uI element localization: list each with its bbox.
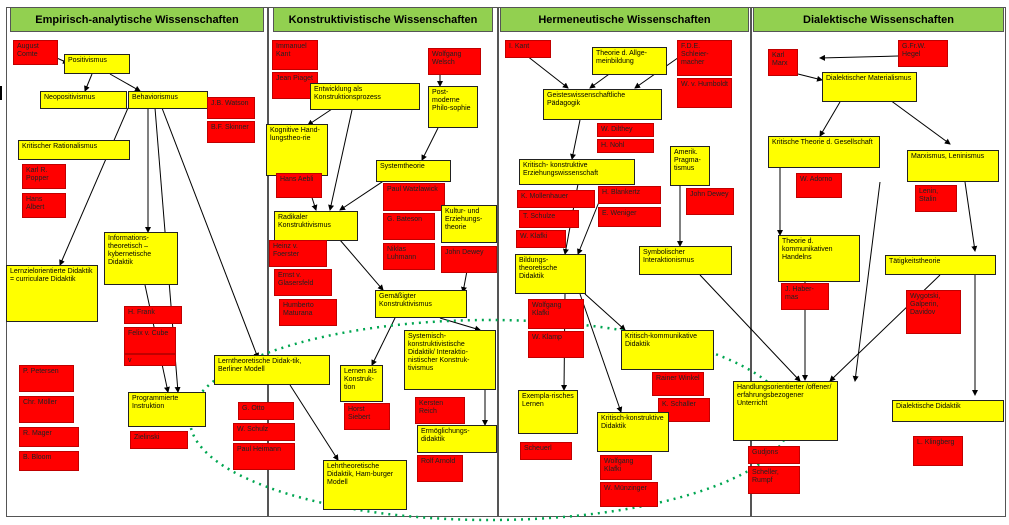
node-arnold: Rolf Arnold bbox=[417, 455, 463, 482]
node-krit-konstr-did: Kritisch-konstruktive Didaktik bbox=[597, 412, 669, 452]
node-schulze: T. Schulze bbox=[519, 210, 579, 228]
node-hegel: G.Fr.W. Hegel bbox=[898, 40, 948, 67]
node-amerik: Amerik. Pragma-tismus bbox=[670, 146, 710, 186]
node-dialektische-did: Dialektische Didaktik bbox=[892, 400, 1004, 422]
node-dilthey: W. Dilthey bbox=[597, 123, 654, 137]
node-cube: Felix v. Cube bbox=[124, 327, 176, 354]
node-theorie-allg: Theorie d. Allge-meinbildung bbox=[592, 47, 667, 75]
node-bateson: G. Bateson bbox=[383, 213, 435, 240]
node-albert: Hans Albert bbox=[22, 193, 66, 218]
node-lehrtheor: Lehrtheoretische Didaktik, Ham-burger Mo… bbox=[323, 460, 407, 510]
node-kant1: Immanuel Kant bbox=[272, 40, 318, 70]
node-lernen-konstr: Lernen als Konstruk-tion bbox=[340, 365, 383, 402]
node-humboldt: W. v. Humboldt bbox=[677, 78, 732, 108]
node-zielinski: Zielinski bbox=[130, 431, 188, 449]
node-krit-komm: Kritisch-kommunikative Didaktik bbox=[621, 330, 714, 370]
node-reich: Kersten Reich bbox=[415, 397, 465, 424]
column-header-hermeneutisch: Hermeneutische Wissenschaften bbox=[500, 7, 749, 32]
node-neopositivismus: Neopositivismus bbox=[40, 91, 127, 109]
node-popper: Karl R. Popper bbox=[22, 164, 66, 189]
node-radikaler: Radikaler Konstruktivismus bbox=[274, 211, 358, 241]
node-marx: Karl Marx bbox=[768, 49, 798, 76]
node-watzlawick: Paul Watzlawick bbox=[383, 183, 445, 211]
node-theorie-komm: Theorie d. kommunikativen Handelns bbox=[778, 235, 860, 282]
node-watson: J.B. Watson bbox=[207, 97, 255, 119]
node-welsch: Wolfgang Welsch bbox=[428, 48, 481, 75]
node-schleiermacher: F.D.E. Schleier-macher bbox=[677, 40, 732, 76]
node-munzinger: W. Münzinger bbox=[600, 482, 658, 507]
node-klafki2: Wolfgang Klafki bbox=[528, 299, 584, 329]
node-handlungs: Handlungsorientierter /offener/ erfahrun… bbox=[733, 381, 838, 441]
node-winkel: Rainer Winkel bbox=[652, 372, 704, 396]
node-glasersfeld: Ernst v. Glasersfeld bbox=[274, 269, 332, 296]
node-aebli: Hans Aebli bbox=[276, 173, 322, 198]
node-lernziel: Lernzielorientierte Didaktik = curricula… bbox=[6, 265, 98, 322]
node-klamp: W. Klamp bbox=[528, 331, 584, 358]
node-positivismus: Positivismus bbox=[64, 54, 130, 74]
node-habermas: J. Haber-mas bbox=[781, 283, 829, 310]
node-klingberg: L. Klingberg bbox=[913, 436, 963, 466]
node-gemaessigter: Gemäßigter Konstruktivismus bbox=[375, 290, 467, 318]
node-bildungs: Bildungs-theoretische Didaktik bbox=[515, 254, 586, 294]
node-foerster: Heinz v. Foerster bbox=[269, 240, 327, 267]
node-schulz: W. Schulz bbox=[233, 423, 295, 441]
node-postmoderne: Post-moderne Philo-sophie bbox=[428, 86, 478, 128]
node-klafki3: Wolfgang Klafki bbox=[600, 455, 652, 480]
node-moeller: Chr. Möller bbox=[19, 396, 74, 423]
node-nohl: H. Nohl bbox=[597, 139, 654, 153]
node-weniger: E. Weniger bbox=[598, 207, 661, 227]
node-luhmann: Niklas Luhmann bbox=[383, 243, 435, 270]
node-maturana: Humberto Maturana bbox=[279, 299, 337, 326]
node-blankertz: H. Blankertz bbox=[598, 186, 661, 204]
node-skinner: B.F. Skinner bbox=[207, 121, 255, 143]
node-heimann: Paul Heimann bbox=[233, 443, 295, 470]
node-entwicklung: Entwicklung als Konstruktionsprozess bbox=[310, 83, 420, 110]
node-frank: H. Frank bbox=[124, 306, 182, 324]
node-kant2: I. Kant bbox=[505, 40, 551, 58]
node-dewey2: John Dewey bbox=[686, 188, 734, 215]
node-dial-mat: Dialektischer Materialismus bbox=[822, 72, 917, 102]
node-symbolischer: Symbolischer Interaktionismus bbox=[639, 246, 732, 275]
node-geisteswiss: Geisteswissenschaftliche Pädagogik bbox=[543, 89, 662, 120]
node-systemisch: Systemisch-konstruktivistische Didaktik/… bbox=[404, 330, 496, 390]
node-otto: G. Otto bbox=[238, 402, 294, 420]
node-gudjons: Gudjons bbox=[748, 446, 800, 464]
node-dewey1: John Dewey bbox=[441, 246, 497, 273]
column-header-dialektisch: Dialektische Wissenschaften bbox=[753, 7, 1004, 32]
node-petersen: P. Petersen bbox=[19, 365, 74, 392]
left-edge-marker bbox=[0, 86, 2, 100]
node-klafki1: W. Klafki bbox=[516, 230, 566, 248]
node-systemtheorie: Systemtheorie bbox=[376, 160, 451, 182]
node-mager: R. Mager bbox=[19, 427, 79, 447]
column-header-empirisch: Empirisch-analytische Wissenschaften bbox=[10, 7, 264, 32]
node-krit-konstr-erz: Kritisch- konstruktive Erziehungswissens… bbox=[519, 159, 635, 185]
node-kognitive: Kognitive Hand-lungstheo-rie bbox=[266, 124, 328, 176]
node-krit-theorie: Kritische Theorie d. Gesellschaft bbox=[768, 136, 880, 168]
node-krit-rat: Kritischer Rationalismus bbox=[18, 140, 130, 160]
node-taetigkeit: Tätigkeitstheorie bbox=[885, 255, 996, 275]
node-mollenhauer: K. Mollenhauer bbox=[517, 190, 595, 208]
node-marxismus: Marxismus, Leninismus bbox=[907, 150, 999, 182]
column-header-konstruktivistisch: Konstruktivistische Wissenschaften bbox=[273, 7, 493, 32]
node-comte: August Comte bbox=[13, 40, 58, 65]
node-lerntheor: Lerntheoretische Didak-tik, Berliner Mod… bbox=[214, 355, 330, 385]
node-lenin: Lenin, Stalin bbox=[915, 185, 957, 212]
node-adorno: W. Adorno bbox=[796, 173, 842, 198]
node-info-kyb: Informations-theoretisch – kybernetische… bbox=[104, 232, 178, 285]
node-scheuerl: Scheuerl bbox=[520, 442, 572, 460]
node-siebert: Horst Siebert bbox=[344, 403, 390, 430]
node-v: v bbox=[124, 354, 176, 366]
node-schelle: Scheller, Rumpf bbox=[748, 466, 800, 494]
node-kultur: Kultur- und Erziehungs-theorie bbox=[441, 205, 497, 243]
node-wygotski: Wygotski, Galperin, Davidov bbox=[906, 290, 961, 334]
node-bloom: B. Bloom bbox=[19, 451, 79, 471]
node-prog-instr: Programmierte Instruktion bbox=[128, 392, 206, 427]
node-behaviorismus: Behaviorismus bbox=[128, 91, 208, 109]
node-exempla: Exempla-risches Lernen bbox=[518, 390, 578, 434]
node-ermoeglichung: Ermöglichungs-didaktik bbox=[417, 425, 497, 453]
